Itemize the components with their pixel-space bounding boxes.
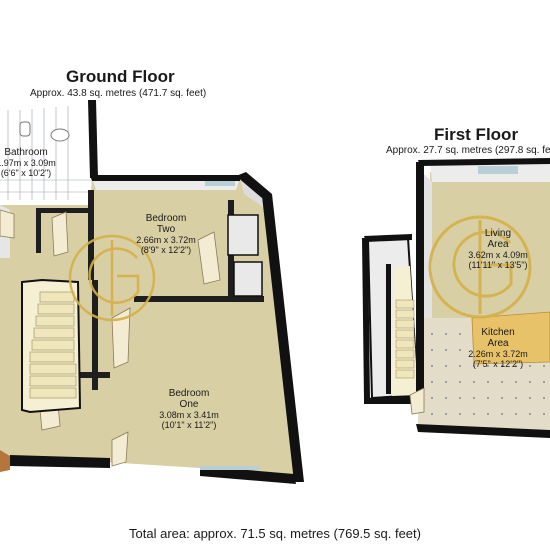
kitchen-floor-tiles — [431, 333, 545, 415]
right-wall-face — [240, 178, 270, 212]
living-area-imperial: (11'11" x 13'5") — [468, 260, 528, 270]
bedroom-two-label: Bedroom Two 2.66m x 3.72m (8'9" x 12'2") — [128, 213, 204, 255]
bedroom-one-metric: 3.08m x 3.41m — [159, 410, 219, 420]
first-floor-window-icon — [478, 166, 518, 174]
first-floor-title: First Floor — [434, 125, 519, 144]
bathroom-name: Bathroom — [4, 147, 48, 158]
first-floor-plan — [362, 158, 550, 438]
bathroom-imperial: (6'6" x 10'2") — [0, 168, 52, 178]
living-area-metric: 3.62m x 4.09m — [468, 250, 528, 260]
bedroom-two-name-1: Bedroom — [145, 213, 187, 224]
bathroom-label: Bathroom 1.97m x 3.09m (6'6" x 10'2") — [0, 147, 56, 178]
first-floor-stair-treads — [395, 299, 415, 379]
kitchen-area-name-1: Kitchen — [481, 327, 515, 338]
bedroom-two-cupboard — [227, 214, 259, 256]
ground-floor-walls — [10, 100, 304, 484]
gold-circle-monogram-icon — [68, 234, 156, 322]
total-area: Total area: approx. 71.5 sq. metres (769… — [129, 526, 421, 541]
toilet-icon — [19, 121, 31, 137]
front-step — [0, 450, 10, 472]
first-floor-area: Approx. 27.7 sq. metres (297.8 sq. feet) — [386, 145, 550, 156]
bedroom-one-name-1: Bedroom — [168, 388, 210, 399]
bathroom-metric: 1.97m x 3.09m — [0, 158, 56, 168]
kitchen-area-label: Kitchen Area 2.26m x 3.72m (7'5" x 12'2"… — [462, 327, 534, 369]
living-area-name-2: Area — [487, 239, 509, 250]
kitchen-worktop — [471, 311, 550, 365]
first-floor-walls — [362, 158, 550, 438]
kitchen-area-metric: 2.26m x 3.72m — [468, 349, 528, 359]
ground-floor-doors — [0, 209, 221, 467]
bedroom-two-window-icon — [205, 180, 235, 186]
ground-floor-title: Ground Floor — [66, 67, 175, 86]
first-floor-door — [409, 387, 425, 415]
bedroom-two-metric: 2.66m x 3.72m — [136, 235, 196, 245]
gold-circle-monogram-icon — [428, 215, 532, 319]
bedroom-two-name-2: Two — [156, 224, 176, 235]
bedroom-two-imperial: (8'9" x 12'2") — [140, 245, 192, 255]
basin-icon — [50, 128, 70, 142]
bedroom-one-imperial: (10'1" x 11'2") — [161, 420, 217, 430]
bedroom-one-label: Bedroom One 3.08m x 3.41m (10'1" x 11'2"… — [150, 388, 228, 430]
kitchen-area-name-2: Area — [487, 338, 509, 349]
living-area-label: Living Area 3.62m x 4.09m (11'11" x 13'5… — [460, 228, 536, 270]
ground-floor-area: Approx. 43.8 sq. metres (471.7 sq. feet) — [30, 88, 207, 99]
bedroom-one-window-icon — [200, 466, 260, 470]
bedroom-one-cupboard — [233, 261, 263, 297]
bedroom-one-name-2: One — [179, 399, 199, 410]
kitchen-area-imperial: (7'5" x 12'2") — [472, 359, 524, 369]
living-area-name-1: Living — [484, 228, 512, 239]
ground-floor-plan — [0, 100, 304, 484]
